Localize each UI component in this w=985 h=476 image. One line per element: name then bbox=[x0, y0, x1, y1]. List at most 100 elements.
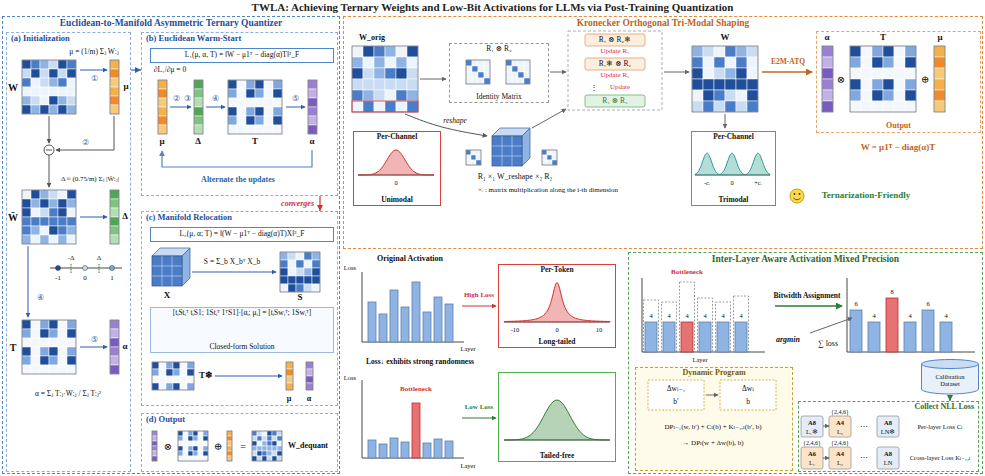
figure-shape bbox=[312, 260, 320, 268]
figure-shape bbox=[524, 60, 530, 66]
figure-shape bbox=[158, 107, 167, 116]
figure-shape bbox=[228, 98, 237, 107]
figure-shape bbox=[374, 68, 385, 79]
bar bbox=[390, 438, 398, 458]
figure-shape bbox=[822, 68, 833, 79]
figure-label: α bbox=[824, 33, 829, 43]
figure-shape bbox=[246, 80, 255, 89]
layer-chip bbox=[829, 416, 851, 437]
figure-shape bbox=[894, 79, 905, 90]
kron-pair bbox=[585, 58, 645, 70]
figure-shape bbox=[22, 78, 31, 87]
figure-shape bbox=[198, 446, 203, 451]
figure-shape bbox=[264, 116, 273, 125]
figure-shape bbox=[203, 441, 208, 446]
figure-shape bbox=[518, 78, 524, 84]
figure-shape bbox=[552, 150, 557, 155]
figure-shape bbox=[267, 431, 272, 436]
figure-shape bbox=[478, 78, 484, 84]
figure-shape bbox=[183, 446, 188, 451]
figure-shape bbox=[934, 68, 945, 79]
figure-shape bbox=[352, 68, 363, 79]
figure-shape bbox=[110, 235, 119, 244]
figure-shape bbox=[67, 105, 76, 114]
figure-shape bbox=[180, 369, 187, 376]
figure-shape bbox=[512, 78, 518, 84]
figure-shape bbox=[246, 107, 255, 116]
figure-shape bbox=[308, 89, 317, 98]
level-dot bbox=[56, 266, 61, 271]
chart-axis bbox=[642, 278, 765, 352]
step-box bbox=[720, 380, 776, 410]
figure-shape bbox=[183, 436, 188, 441]
arrow bbox=[775, 305, 842, 306]
figure-label: A6 bbox=[808, 450, 816, 457]
figure-shape bbox=[110, 190, 119, 244]
figure-shape bbox=[484, 72, 490, 78]
figure-shape bbox=[49, 356, 58, 365]
figure-label: T❄ bbox=[199, 371, 213, 381]
bar bbox=[434, 439, 442, 458]
figure-shape bbox=[252, 456, 257, 461]
figure-shape bbox=[159, 376, 166, 383]
figure-label: ④ bbox=[212, 95, 219, 103]
figure-shape bbox=[40, 69, 49, 78]
figure-shape bbox=[396, 90, 407, 101]
figure-shape bbox=[872, 68, 883, 79]
figure-shape bbox=[304, 260, 312, 268]
figure-shape bbox=[273, 107, 282, 116]
figure-shape bbox=[308, 80, 317, 134]
figure-label: T bbox=[252, 137, 258, 147]
bar bbox=[850, 310, 862, 352]
figure-shape bbox=[850, 46, 916, 112]
arrow bbox=[28, 246, 29, 317]
figure-shape bbox=[193, 431, 198, 436]
figure-shape bbox=[288, 276, 296, 284]
figure-shape bbox=[934, 46, 945, 112]
figure-label: Bitwidth Assignment bbox=[774, 292, 841, 300]
smiley-face bbox=[790, 189, 804, 203]
figure-shape bbox=[31, 365, 40, 374]
figure-shape bbox=[822, 101, 833, 112]
figure-shape bbox=[194, 107, 203, 116]
figure-shape bbox=[67, 356, 76, 365]
figure-shape bbox=[466, 72, 472, 78]
figure-shape bbox=[725, 90, 736, 101]
figure-shape bbox=[49, 365, 58, 374]
trimodal-curve bbox=[695, 153, 770, 175]
figure-shape bbox=[49, 338, 58, 347]
figure-shape bbox=[542, 150, 547, 155]
figure-shape bbox=[280, 260, 288, 268]
figure-label: ⑤ bbox=[91, 336, 98, 345]
figure-shape bbox=[883, 101, 894, 112]
figure-shape bbox=[58, 105, 67, 114]
figure-shape bbox=[257, 441, 262, 446]
figure-shape bbox=[385, 57, 396, 68]
figure-shape bbox=[264, 89, 273, 98]
figure-shape bbox=[822, 79, 833, 90]
distribution-box: Per-ChannelTrimodal bbox=[691, 131, 776, 206]
solution-box: [tᵢStᵢᵀ tᵢS1; 1Stᵢᵀ 1ᵀS1]·[αᵢ; μᵢ] = [tᵢ… bbox=[150, 307, 334, 353]
figure-shape bbox=[188, 431, 193, 436]
figure-shape bbox=[22, 199, 31, 208]
figure-label: S = Σ_b X_bᵀ X_b bbox=[204, 258, 260, 266]
figure-label: α bbox=[307, 395, 311, 404]
figure-shape bbox=[905, 101, 916, 112]
figure-shape bbox=[40, 60, 49, 69]
figure-shape bbox=[466, 155, 471, 160]
ternary-grid bbox=[228, 80, 282, 134]
figure-shape bbox=[872, 101, 883, 112]
figure-shape bbox=[277, 456, 282, 461]
figure-shape bbox=[850, 79, 861, 90]
figure-label: High Loss bbox=[464, 292, 494, 300]
tensor-cube bbox=[492, 136, 522, 166]
figure-shape bbox=[152, 451, 157, 456]
delta-vector bbox=[194, 80, 203, 134]
minus-symbol bbox=[44, 145, 54, 155]
figure-shape bbox=[934, 101, 945, 112]
figure-shape bbox=[40, 226, 49, 235]
figure-shape bbox=[228, 80, 282, 134]
figure-shape bbox=[850, 101, 861, 112]
figure-shape bbox=[466, 60, 490, 84]
figure-shape bbox=[255, 80, 264, 89]
